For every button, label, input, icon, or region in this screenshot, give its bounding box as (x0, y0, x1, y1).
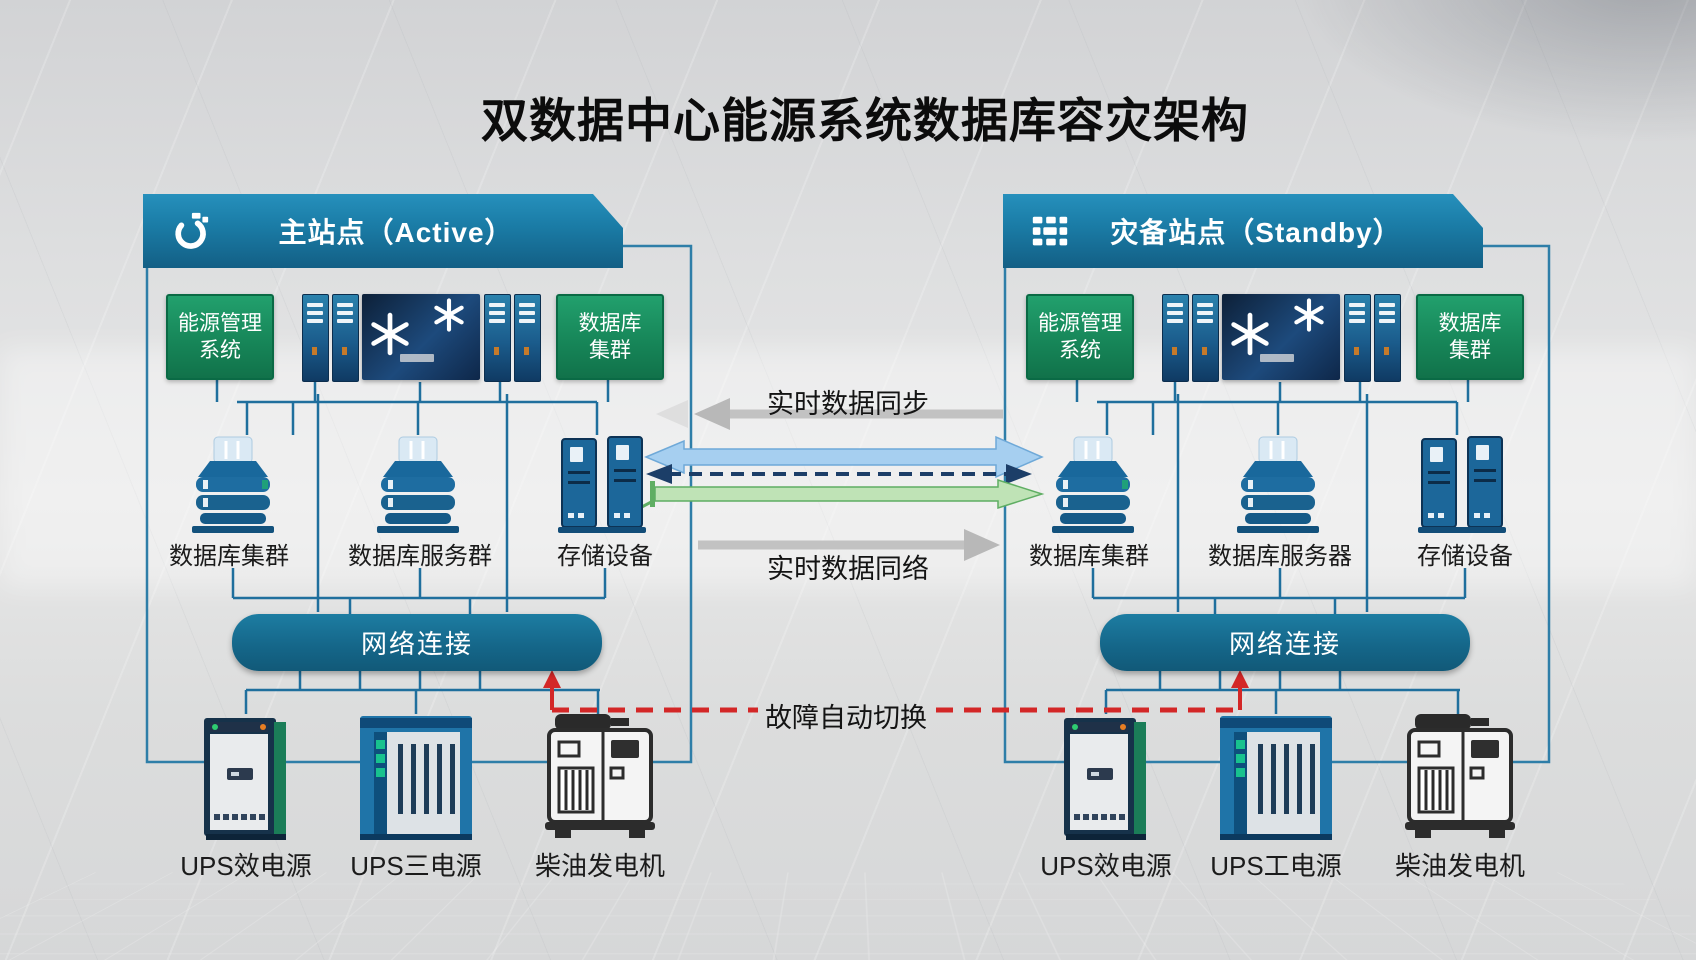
server-tower-icon (302, 294, 329, 382)
active-power-label-ups2: UPS三电源 (350, 851, 482, 881)
diesel-generator-icon (545, 714, 655, 838)
ups-cabinet-icon (204, 718, 286, 840)
ups-rack-icon (1220, 716, 1332, 840)
standby-device-label-storage: 存储设备 (1417, 543, 1513, 570)
server-tower-icon (1344, 294, 1371, 382)
diesel-generator-icon (1405, 714, 1515, 838)
active-site-header: 主站点（Active） (143, 194, 623, 268)
active-network-box: 网络连接 (232, 614, 602, 671)
standby-db-cluster-box: 数据库 集群 (1416, 294, 1524, 380)
page-title: 双数据中心能源系统数据库容灾架构 (481, 94, 1249, 147)
active-energy-system-box: 能源管理 系统 (166, 294, 274, 380)
standby-site-title: 灾备站点（Standby） (1110, 217, 1402, 248)
active-device-label-db-servers: 数据库服务群 (348, 543, 492, 570)
active-db-cluster-box: 数据库 集群 (556, 294, 664, 380)
failover-label: 故障自动切换 (765, 703, 927, 733)
standby-energy-system-box: 能源管理 系统 (1026, 294, 1134, 380)
server-tower-icon (1374, 294, 1401, 382)
ups-rack-icon (360, 716, 472, 840)
active-energy-line1: 能源管理 (178, 311, 262, 335)
active-energy-line2: 系统 (199, 339, 241, 362)
standby-device-label-db-server: 数据库服务器 (1208, 543, 1352, 570)
server-tower-icon (514, 294, 541, 382)
sync-bottom-label: 实时数据同络 (767, 554, 929, 584)
server-tower-icon (332, 294, 359, 382)
active-device-label-storage: 存储设备 (557, 543, 653, 570)
database-server-icon (377, 436, 459, 533)
ups-cabinet-icon (1064, 718, 1146, 840)
database-cluster-icon (1052, 436, 1134, 533)
active-db-line2: 集群 (589, 339, 631, 362)
wind-power-panel-icon (1222, 294, 1340, 380)
active-device-label-db-cluster: 数据库集群 (169, 543, 289, 570)
active-db-line1: 数据库 (578, 311, 642, 335)
storage-device-icon (558, 436, 646, 533)
sync-top-label: 实时数据同步 (767, 389, 929, 419)
standby-site-icon (1029, 211, 1071, 253)
standby-power-label-generator: 柴油发电机 (1394, 851, 1526, 881)
server-tower-icon (1192, 294, 1219, 382)
standby-power-label-ups1: UPS效电源 (1040, 851, 1172, 881)
standby-energy-line1: 能源管理 (1038, 311, 1122, 335)
storage-device-icon (1418, 436, 1506, 533)
active-site-icon (169, 211, 211, 253)
standby-energy-line2: 系统 (1059, 339, 1101, 362)
standby-db-line1: 数据库 (1438, 311, 1502, 335)
standby-site-header: 灾备站点（Standby） (1003, 194, 1483, 268)
database-server-icon (1237, 436, 1319, 533)
wind-power-panel-icon (362, 294, 480, 380)
server-tower-icon (484, 294, 511, 382)
standby-device-label-db-cluster: 数据库集群 (1029, 543, 1149, 570)
server-tower-icon (1162, 294, 1189, 382)
background-floor-grid (0, 872, 1696, 960)
standby-network-box: 网络连接 (1100, 614, 1470, 671)
active-power-label-generator: 柴油发电机 (534, 851, 666, 881)
active-power-label-ups1: UPS效电源 (180, 851, 312, 881)
standby-power-label-ups2: UPS工电源 (1210, 851, 1342, 881)
database-cluster-icon (192, 436, 274, 533)
active-site-title: 主站点（Active） (278, 217, 514, 248)
standby-db-line2: 集群 (1449, 339, 1491, 362)
